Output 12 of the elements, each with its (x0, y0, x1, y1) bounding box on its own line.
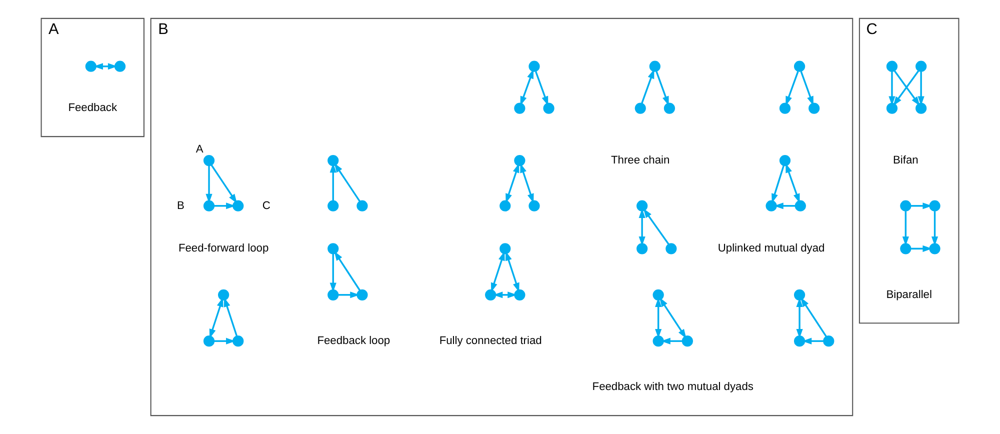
label: Feed-forward loop (178, 242, 269, 255)
node-label: B (177, 200, 184, 212)
label: Feedback with two mutual dyads (592, 381, 754, 394)
label: Feedback loop (317, 335, 390, 348)
label: Feedback (68, 102, 118, 114)
label: Bifan (893, 154, 918, 166)
label: Three chain (611, 154, 670, 166)
label: Uplinked mutual dyad (718, 242, 825, 255)
node-label: C (262, 200, 270, 212)
node-label: A (196, 143, 204, 156)
label: Fully connected triad (439, 335, 542, 348)
label: Biparallel (886, 288, 932, 301)
